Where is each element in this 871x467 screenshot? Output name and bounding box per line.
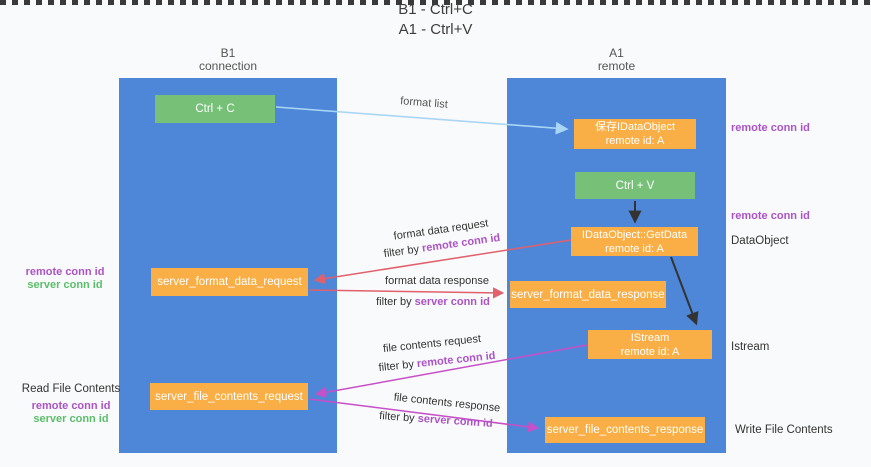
filter-by-text: filter by — [376, 296, 412, 308]
title-line-1: B1 - Ctrl+C — [398, 1, 473, 18]
server-conn-id-label-mid-left: server conn id — [27, 279, 103, 291]
ctrl-c-label: Ctrl + C — [195, 103, 235, 115]
getdata-line2: remote id: A — [605, 242, 664, 255]
save-dataobject-line2: remote id: A — [605, 135, 665, 147]
lifeline-a1-role: remote — [597, 59, 636, 73]
server-file-contents-request-label: server_file_contents_request — [155, 390, 303, 403]
left-conn-id-labels-mid: remote conn id server conn id — [5, 266, 125, 292]
diagram-title: B1 - Ctrl+C A1 - Ctrl+V — [0, 0, 871, 40]
read-file-contents-label: Read File Contents — [21, 383, 121, 395]
server-file-contents-response-label: server_file_contents_response — [546, 424, 704, 436]
format-list-label: format list — [399, 95, 449, 111]
server-file-contents-request-box: server_file_contents_request — [150, 383, 308, 410]
lifeline-header-a1: A1 remote — [507, 47, 726, 73]
istream-line1: IStream — [630, 331, 670, 344]
server-format-data-request-label: server_format_data_request — [157, 276, 302, 288]
remote-conn-id-text: remote conn id — [416, 349, 496, 371]
remote-conn-id-label-bottom-left: remote conn id — [31, 400, 111, 412]
save-dataobject-box: 保存IDataObject remote id: A — [574, 119, 696, 149]
machine-boundary-dashed-line — [0, 0, 871, 5]
remote-conn-id-label-mid-left: remote conn id — [25, 266, 105, 278]
ctrl-c-box: Ctrl + C — [155, 95, 275, 123]
filter-by-text: filter by — [378, 410, 416, 425]
lifeline-a1-name: A1 — [609, 46, 624, 60]
server-format-data-response-box: server_format_data_response — [510, 281, 666, 308]
istream-box: IStream remote id: A — [588, 330, 712, 359]
format-data-response-arrow — [308, 287, 505, 299]
server-format-data-request-box: server_format_data_request — [151, 268, 308, 296]
ctrl-v-label: Ctrl + V — [615, 179, 655, 192]
getdata-line1: IDataObject::GetData — [581, 228, 688, 241]
server-conn-id-label-bottom-left: server conn id — [33, 413, 109, 425]
server-conn-id-text: server conn id — [414, 296, 490, 308]
dataobject-label: DataObject — [731, 235, 789, 247]
lifeline-header-b1: B1 connection — [119, 47, 337, 73]
save-dataobject-line1: 保存IDataObject — [594, 121, 676, 133]
title-line-2: A1 - Ctrl+V — [398, 21, 473, 38]
server-format-data-response-label: server_format_data_response — [511, 288, 665, 301]
ctrl-v-box: Ctrl + V — [575, 172, 695, 199]
write-file-contents-label: Write File Contents — [735, 424, 833, 436]
format-data-response-label: format data response — [385, 275, 489, 287]
server-conn-id-text: server conn id — [417, 412, 494, 430]
format-data-response-filter-label: filter by server conn id — [373, 296, 493, 308]
idataobject-getdata-box: IDataObject::GetData remote id: A — [571, 227, 698, 256]
filter-by-text: filter by — [378, 358, 415, 375]
server-file-contents-response-box: server_file_contents_response — [545, 417, 705, 443]
remote-conn-id-label-top-right: remote conn id — [731, 122, 810, 134]
lifeline-b1-name: B1 — [220, 46, 236, 60]
istream-side-label: Istream — [731, 341, 770, 353]
filter-by-text: filter by — [383, 243, 420, 261]
istream-line2: remote id: A — [620, 345, 680, 358]
lifeline-b1-role: connection — [198, 59, 258, 73]
left-labels-bottom: Read File Contents remote conn id server… — [11, 383, 131, 426]
remote-conn-id-label-mid-right: remote conn id — [731, 210, 810, 222]
